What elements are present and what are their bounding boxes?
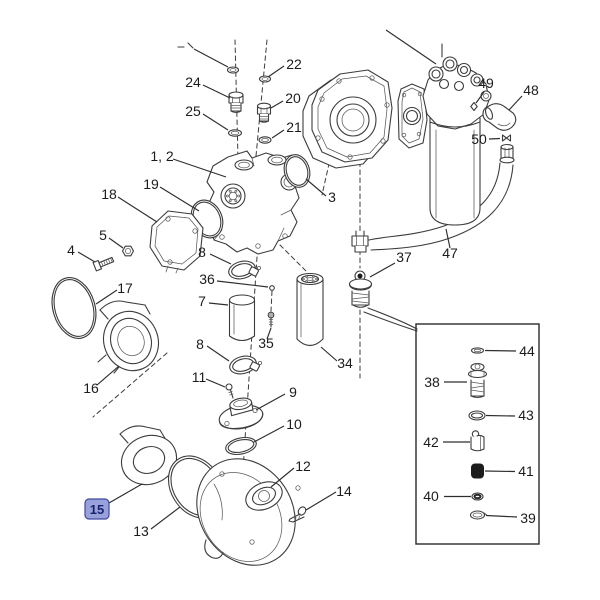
- callout-42: 42: [423, 434, 439, 450]
- part-mounting-plate: [302, 69, 393, 169]
- part-elbow-48: [482, 103, 517, 131]
- part-clamp-8a: [228, 260, 261, 280]
- part-plug-49: [470, 101, 478, 112]
- part-oring-25: [227, 129, 243, 137]
- callout-44: 44: [519, 343, 535, 359]
- part-plug-50: [501, 134, 512, 142]
- callout-14: 14: [336, 483, 352, 499]
- filter-assembly: [397, 56, 492, 226]
- callout-1-2: 1, 2: [150, 148, 174, 164]
- part-hose-top-fitting: [499, 143, 515, 164]
- callout-48: 48: [523, 82, 539, 98]
- callout-20: 20: [285, 90, 301, 106]
- cutoff-callout-fragments: [177, 29, 443, 68]
- part-fitting-20: [256, 102, 272, 123]
- part-hose-7: [228, 294, 256, 342]
- part-seal-ring-top-left: [226, 66, 240, 74]
- callout-49: 49: [478, 75, 494, 91]
- callout-11: 11: [192, 369, 207, 385]
- part-oring-21: [258, 136, 272, 144]
- highlight-badge-label[interactable]: 15: [90, 502, 104, 517]
- callout-41: 41: [518, 463, 534, 479]
- callout-3: 3: [328, 189, 336, 205]
- callout-38: 38: [424, 374, 440, 390]
- callout-35: 35: [258, 335, 274, 351]
- callout-19: 19: [143, 176, 159, 192]
- part-flange-9: [218, 397, 264, 430]
- part-oring-17: [51, 277, 97, 339]
- callout-labels: 22 24 20 25 21 1, 2 19 18 3 5 4 8 36 17 …: [67, 56, 539, 539]
- callout-13: 13: [133, 523, 149, 539]
- callout-8a: 8: [198, 244, 206, 260]
- part-oring-3: [283, 154, 311, 188]
- callout-10: 10: [286, 416, 302, 432]
- callout-5: 5: [99, 227, 107, 243]
- callout-17: 17: [117, 280, 133, 296]
- part-insert-15: [119, 425, 178, 486]
- callout-8b: 8: [196, 336, 204, 352]
- part-spring-41: [471, 463, 484, 479]
- part-washer-44: [470, 347, 485, 354]
- part-hose-end-fitting: [351, 230, 369, 253]
- part-fitting-37: [348, 270, 373, 308]
- part-hose-47: [368, 162, 514, 251]
- part-filter-34: [296, 272, 324, 347]
- inset-pointer-curve: [363, 307, 418, 332]
- part-cover-18: [149, 210, 204, 274]
- leader-lines: [77, 65, 523, 530]
- part-housing-12: [196, 458, 301, 566]
- part-screw-11: [225, 383, 234, 399]
- part-screw-14: [288, 506, 307, 523]
- part-grommet-40: [471, 492, 484, 501]
- callout-47: 47: [442, 245, 458, 261]
- callout-7: 7: [198, 293, 206, 309]
- part-plug-24: [228, 91, 244, 114]
- callout-50: 50: [471, 131, 487, 147]
- part-bolt-4: [92, 256, 115, 272]
- callout-24: 24: [185, 74, 201, 90]
- callout-40: 40: [423, 488, 439, 504]
- callout-39: 39: [520, 510, 536, 526]
- callout-16: 16: [83, 380, 99, 396]
- part-oring-10: [225, 436, 257, 456]
- part-poppet-42: [470, 430, 485, 452]
- part-oring-39: [469, 510, 488, 520]
- part-valve-plug-38: [467, 362, 488, 399]
- part-sleeve-16: [97, 300, 159, 374]
- part-nut-5: [121, 245, 135, 257]
- callout-4: 4: [67, 242, 75, 258]
- callout-34: 34: [337, 355, 353, 371]
- part-ball-36: [269, 285, 275, 291]
- part-clamp-8b: [229, 355, 262, 375]
- callout-36: 36: [199, 271, 215, 287]
- part-oring-22: [258, 75, 272, 83]
- part-oring-43: [468, 410, 486, 421]
- callout-18: 18: [101, 186, 117, 202]
- callout-12: 12: [295, 458, 311, 474]
- callout-37: 37: [396, 249, 412, 265]
- inset-detail-box: [415, 323, 540, 545]
- highlighted-callout-15[interactable]: 15: [84, 498, 110, 520]
- part-screw-35: [267, 311, 275, 328]
- callout-21: 21: [286, 119, 302, 135]
- callout-25: 25: [185, 103, 201, 119]
- callout-22: 22: [286, 56, 302, 72]
- highlight-badge[interactable]: [84, 498, 110, 520]
- callout-9: 9: [289, 384, 297, 400]
- callout-43: 43: [518, 407, 534, 423]
